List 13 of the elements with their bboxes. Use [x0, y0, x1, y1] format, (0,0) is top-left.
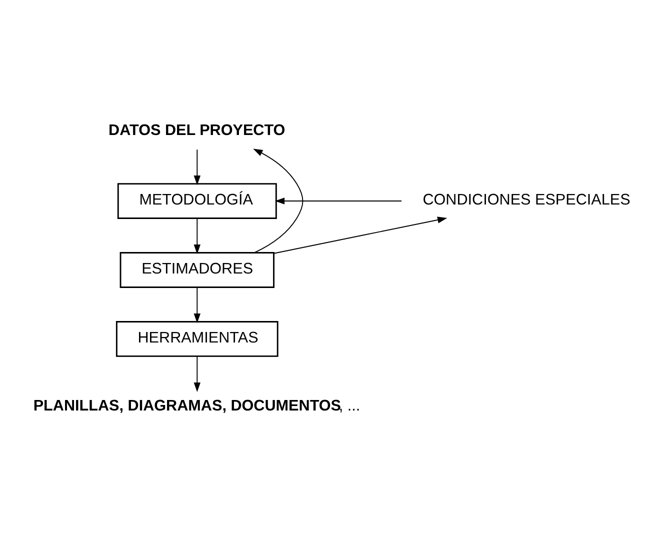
- node-text: DATOS DEL PROYECTO: [108, 121, 286, 138]
- node-box: METODOLOGÍA: [117, 182, 277, 218]
- arrow: [194, 286, 200, 323]
- arrow: [274, 197, 402, 204]
- arrow: [253, 148, 304, 253]
- node-text: CONDICIONES ESPECIALES: [422, 191, 630, 208]
- node-box: HERRAMIENTAS: [116, 320, 278, 356]
- arrow: [194, 148, 200, 185]
- node-text: PLANILLAS, DIAGRAMAS, DOCUMENTOS, ...: [33, 397, 360, 414]
- arrow: [274, 216, 448, 254]
- arrow: [194, 356, 200, 392]
- node-box: ESTIMADORES: [120, 252, 274, 288]
- arrow: [194, 218, 200, 254]
